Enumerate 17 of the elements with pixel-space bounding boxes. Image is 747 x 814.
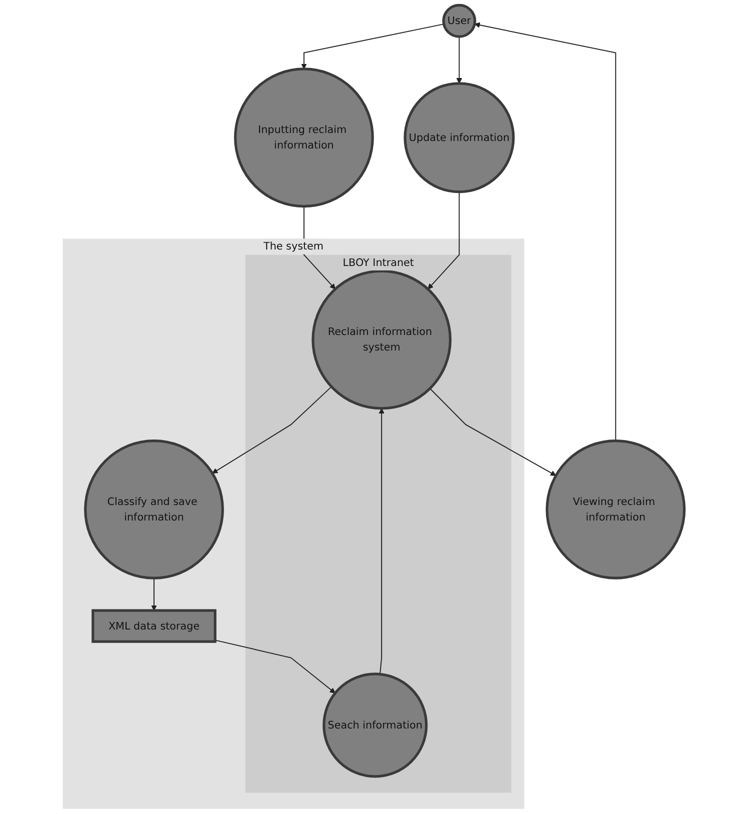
node-circle: Viewing reclaim information [546, 439, 686, 580]
arrow [428, 191, 460, 290]
arrow [214, 640, 336, 694]
arrow [429, 388, 556, 476]
node-circle: Seach information [322, 672, 428, 778]
node-box: XML data storage [92, 609, 216, 643]
arrow [456, 36, 462, 84]
node-circle: Classify and save information [84, 439, 224, 580]
node-circle: Reclaim information system [312, 270, 452, 410]
node-circle: Inputting reclaim information [234, 68, 374, 208]
arrow [151, 578, 157, 611]
arrow [474, 22, 616, 442]
node-circle: User [442, 4, 476, 38]
arrow [378, 408, 384, 675]
node-circle: Update information [404, 82, 515, 194]
arrow [301, 24, 444, 70]
arrow [212, 386, 332, 474]
